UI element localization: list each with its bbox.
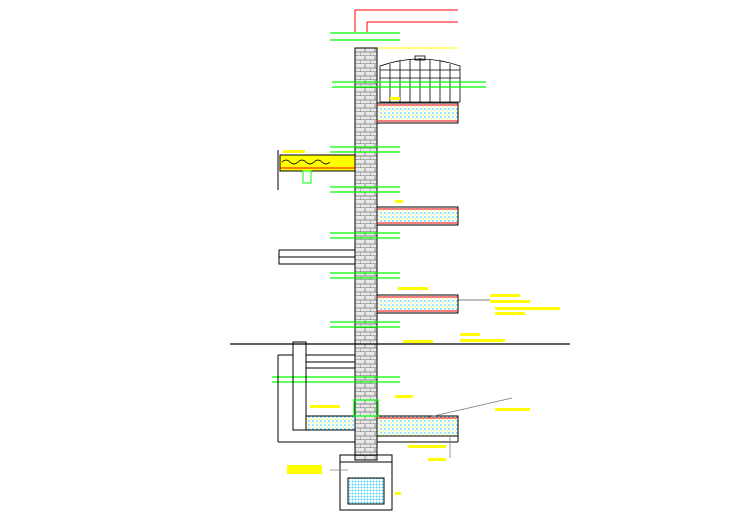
wall-detail-box [353, 399, 379, 417]
footing-pit [339, 454, 393, 511]
basement-slab [305, 415, 459, 443]
glazed-cupola [379, 55, 461, 103]
cornice-left [277, 150, 356, 190]
slab-1 [376, 102, 459, 124]
canopy-left [278, 249, 356, 265]
top-dimension-lines [354, 9, 458, 32]
leader-lines [330, 397, 513, 471]
slab-2 [376, 206, 459, 226]
annotation-marks [283, 97, 560, 495]
basement-structures [277, 341, 355, 443]
slab-3 [376, 294, 490, 314]
brick-wall [354, 47, 378, 461]
